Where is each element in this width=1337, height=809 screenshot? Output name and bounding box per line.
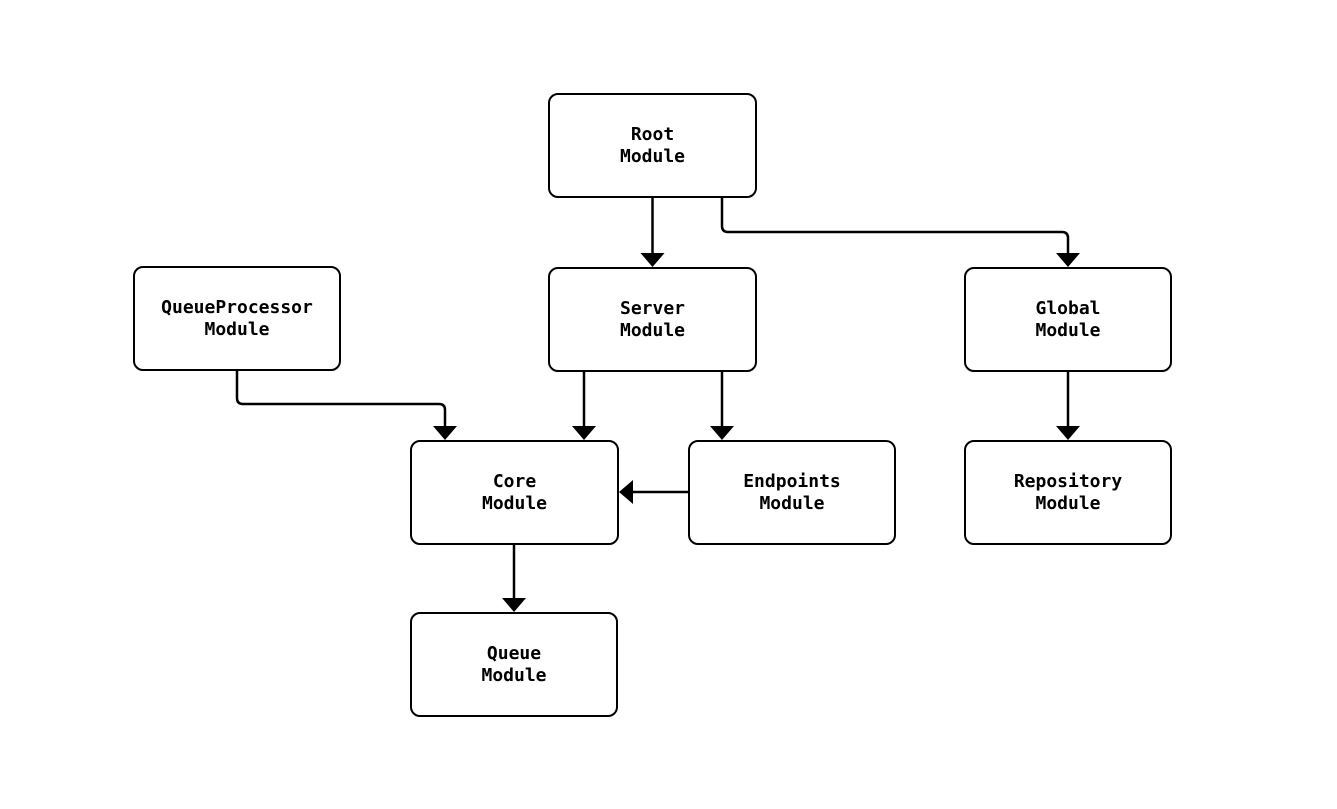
node-label: Endpoints Module (743, 470, 841, 514)
arrowhead-global-to-repository (1056, 426, 1080, 440)
node-label: QueueProcessor Module (161, 296, 313, 340)
node-core-module: Core Module (410, 440, 619, 545)
node-label: Root Module (619, 123, 686, 167)
arrowhead-root-to-global (1056, 253, 1080, 267)
edge-queueprocessor-to-core (235, 371, 447, 426)
node-label: Server Module (619, 297, 686, 341)
arrowhead-server-to-endpoints (710, 426, 734, 440)
arrowhead-root-to-server (640, 253, 665, 267)
node-root-module: Root Module (548, 93, 757, 198)
node-global-module: Global Module (964, 267, 1172, 372)
arrowhead-core-to-queue (502, 598, 526, 612)
arrowhead-queueprocessor-to-core (433, 426, 457, 440)
edge-root-to-global (720, 198, 1070, 253)
node-server-module: Server Module (548, 267, 757, 372)
node-label: Core Module (481, 470, 548, 514)
node-queueprocessor-module: QueueProcessor Module (133, 266, 341, 371)
node-repository-module: Repository Module (964, 440, 1172, 545)
arrowhead-endpoints-to-core (619, 480, 633, 504)
node-label: Repository Module (1013, 470, 1123, 514)
node-label: Global Module (1035, 297, 1101, 341)
node-label: Queue Module (481, 642, 547, 686)
node-endpoints-module: Endpoints Module (688, 440, 896, 545)
node-queue-module: Queue Module (410, 612, 618, 717)
arrowhead-server-to-core (572, 426, 596, 440)
